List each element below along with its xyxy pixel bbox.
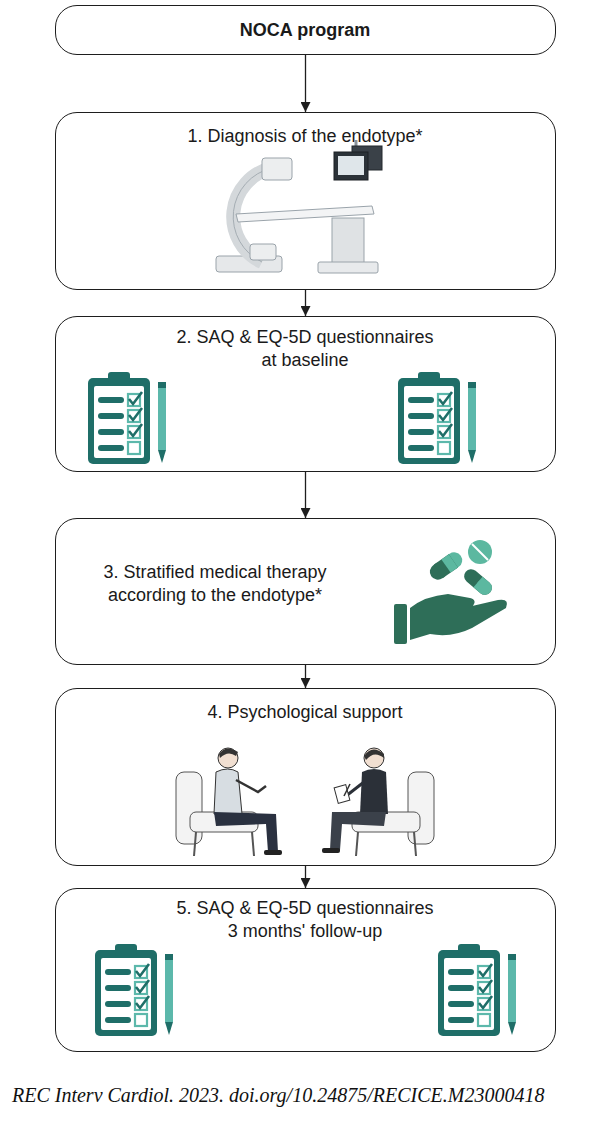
- chair-leg: [194, 832, 196, 856]
- program-title: NOCA program: [56, 19, 554, 42]
- armchair: [176, 772, 202, 844]
- flow-arrow: [305, 866, 306, 888]
- armchair: [190, 812, 258, 832]
- step-label: 4. Psychological support: [56, 701, 554, 724]
- armchair: [352, 812, 420, 832]
- arm: [346, 782, 364, 796]
- pen: [344, 784, 350, 796]
- flow-arrow: [305, 665, 306, 688]
- capsule: [461, 566, 495, 597]
- shoe: [264, 850, 282, 855]
- monitor-arm: [355, 140, 358, 150]
- step-box: 5. SAQ & EQ-5D questionnaires 3 months' …: [55, 888, 556, 1052]
- checklist-icon: [398, 372, 476, 464]
- trousers: [214, 812, 278, 852]
- armchair: [408, 772, 434, 844]
- monitor: [352, 146, 382, 170]
- tablet: [468, 540, 492, 564]
- step-label: 2. SAQ & EQ-5D questionnaires at baselin…: [172, 326, 438, 373]
- detector: [262, 158, 292, 180]
- shirt: [214, 769, 242, 814]
- c-arm-edge: [233, 168, 272, 262]
- notepad: [334, 785, 350, 804]
- flow-arrow: [305, 55, 306, 112]
- step-box: 2. SAQ & EQ-5D questionnaires at baselin…: [55, 316, 556, 472]
- checklist-icon: [95, 944, 173, 1036]
- hair: [219, 748, 238, 758]
- jacket: [360, 769, 388, 814]
- trousers: [330, 812, 386, 850]
- step-label: 1. Diagnosis of the endotype*: [56, 125, 554, 148]
- head: [364, 748, 384, 768]
- checklist-icon: [88, 372, 166, 464]
- therapy-session: [176, 748, 434, 856]
- table-base: [318, 262, 378, 273]
- x-ray-tube: [250, 244, 276, 260]
- step-label: 3. Stratified medical therapy according …: [89, 561, 341, 608]
- flow-arrow: [305, 290, 306, 316]
- step-box: 4. Psychological support: [55, 688, 556, 866]
- step-box: 3. Stratified medical therapy according …: [55, 518, 556, 665]
- hair: [364, 749, 384, 760]
- tablet-score: [472, 544, 488, 560]
- step-label: 5. SAQ & EQ-5D questionnaires 3 months' …: [172, 897, 438, 944]
- program-box: NOCA program: [55, 5, 556, 55]
- arm: [236, 780, 266, 792]
- hand: [410, 594, 507, 640]
- table-pedestal: [332, 218, 364, 264]
- chair-leg: [356, 832, 358, 856]
- angiography-system: [216, 140, 382, 273]
- flow-arrow: [305, 472, 306, 518]
- caption: REC Interv Cardiol. 2023. doi.org/10.248…: [12, 1084, 544, 1107]
- patient-table: [236, 206, 374, 222]
- checklist-icon: [438, 944, 516, 1036]
- cuff: [394, 604, 407, 644]
- monitor: [334, 152, 368, 180]
- monitor-screen: [338, 156, 364, 175]
- chair-leg: [414, 832, 416, 856]
- c-arm-base: [216, 256, 282, 272]
- chair-leg: [252, 832, 254, 856]
- medication-icon: [394, 540, 507, 644]
- capsule: [427, 549, 466, 583]
- step-box: 1. Diagnosis of the endotype*: [55, 112, 556, 290]
- shoe: [322, 848, 340, 853]
- head: [218, 748, 238, 768]
- c-arm: [233, 168, 272, 262]
